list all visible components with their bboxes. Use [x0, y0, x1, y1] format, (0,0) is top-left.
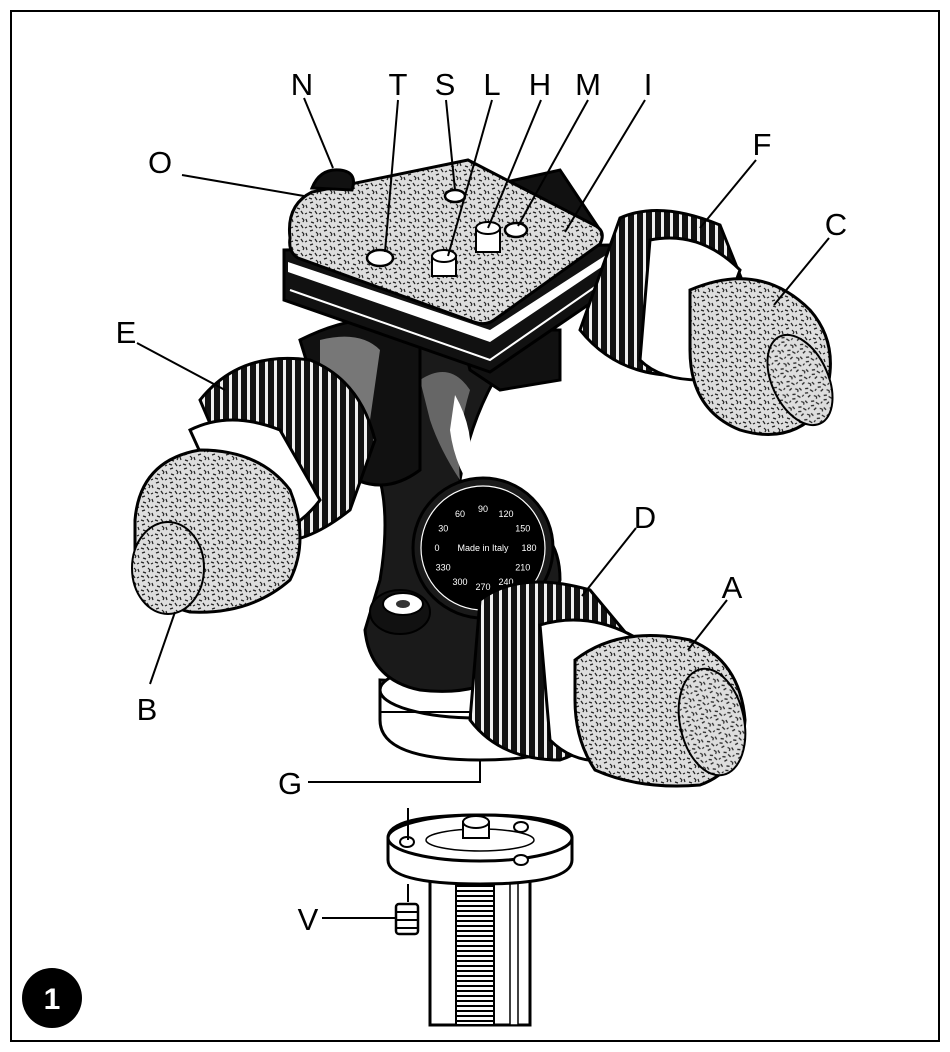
dial-tick-label: 210 [515, 563, 530, 573]
label-i: I [644, 67, 653, 102]
dial-tick-label: 300 [452, 577, 467, 587]
label-l: L [483, 67, 500, 102]
label-m: M [575, 67, 601, 102]
label-n: N [291, 67, 313, 102]
label-d: D [634, 500, 656, 535]
dial-tick-label: 240 [498, 577, 513, 587]
dial-tick-label: 150 [515, 524, 530, 534]
label-s: S [435, 67, 456, 102]
leader-lines [136, 97, 830, 919]
knob-a-assembly [468, 580, 747, 788]
figure-number: 1 [44, 983, 61, 1016]
knob-c-assembly [578, 209, 834, 436]
dial-center-text: Made in Italy [457, 543, 509, 553]
callout-labels: N T S L H M I O F C E D A B G V [116, 67, 848, 937]
label-e: E [116, 315, 137, 350]
locking-screw-v [394, 902, 420, 936]
label-c: C [825, 207, 847, 242]
dial-tick-label: 180 [521, 543, 536, 553]
dial-tick-label: 60 [455, 509, 465, 519]
tripod-column [386, 808, 574, 1027]
dial-tick-label: 90 [478, 504, 488, 514]
label-t: T [389, 67, 408, 102]
label-g: G [278, 766, 302, 801]
dial-tick-label: 30 [438, 524, 448, 534]
label-b: B [137, 692, 158, 727]
label-o: O [148, 145, 172, 180]
label-h: H [529, 67, 551, 102]
figure-number-badge: 1 [22, 968, 82, 1028]
dial-tick-label: 330 [436, 563, 451, 573]
label-a: A [722, 570, 743, 605]
dial-tick-label: 270 [475, 582, 490, 592]
dial-tick-label: 0 [434, 543, 439, 553]
label-f: F [753, 127, 772, 162]
label-v: V [298, 902, 319, 937]
dial-tick-label: 120 [498, 509, 513, 519]
knob-b-assembly [131, 356, 377, 615]
